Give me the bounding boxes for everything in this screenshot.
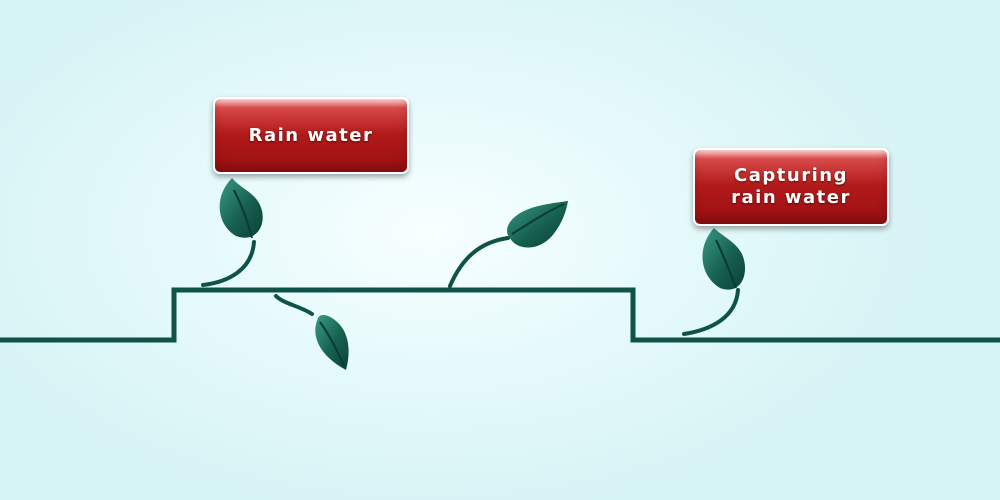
capturing-label-line1: Capturing <box>734 165 848 186</box>
leaf-sprout-left <box>201 178 263 287</box>
leaf-sprout-middle <box>448 201 568 288</box>
capturing-label-line2: rain water <box>731 187 851 208</box>
capturing-rain-water-label: Capturing rain water <box>693 148 889 226</box>
ground-line <box>0 287 1000 343</box>
rain-water-label: Rain water <box>213 97 409 174</box>
leaf-hanging-under-platform <box>274 294 349 370</box>
rain-water-label-text: Rain water <box>248 125 374 146</box>
leaf-sprout-right <box>682 228 746 336</box>
